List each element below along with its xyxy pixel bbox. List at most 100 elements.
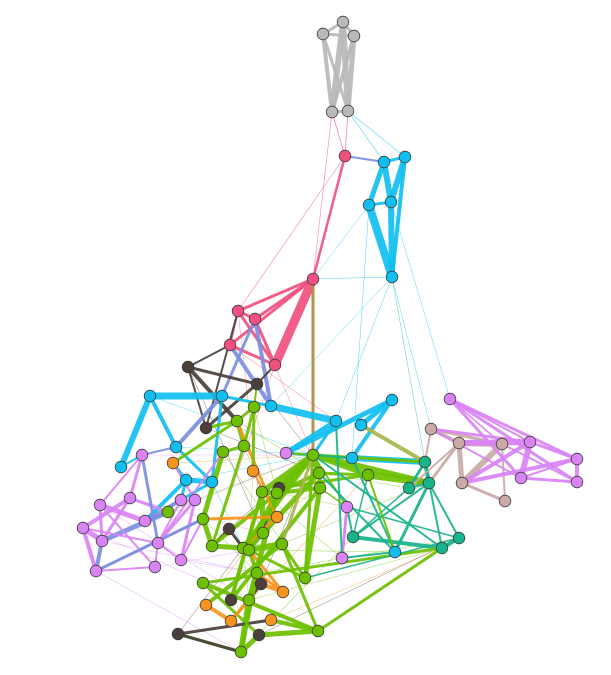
node-p1[interactable] bbox=[338, 149, 352, 163]
edge-b5-t1 bbox=[391, 276, 426, 463]
node-v14[interactable] bbox=[279, 446, 293, 460]
node-v18[interactable] bbox=[523, 435, 537, 449]
node-p5[interactable] bbox=[223, 338, 237, 352]
node-n17[interactable] bbox=[313, 481, 327, 495]
node-p6[interactable] bbox=[268, 358, 282, 372]
node-g3[interactable] bbox=[347, 29, 361, 43]
node-o1[interactable] bbox=[166, 456, 180, 470]
node-n20[interactable] bbox=[242, 593, 256, 607]
node-v3[interactable] bbox=[93, 498, 107, 512]
node-n9[interactable] bbox=[256, 526, 270, 540]
node-t1[interactable] bbox=[418, 455, 432, 469]
node-o5[interactable] bbox=[199, 598, 213, 612]
node-b3[interactable] bbox=[362, 198, 376, 212]
node-b5[interactable] bbox=[385, 270, 399, 284]
node-v7[interactable] bbox=[174, 493, 188, 507]
node-d7[interactable] bbox=[254, 577, 268, 591]
node-n12[interactable] bbox=[242, 543, 256, 557]
node-n11[interactable] bbox=[270, 486, 284, 500]
node-n14[interactable] bbox=[306, 448, 320, 462]
node-o3[interactable] bbox=[270, 510, 284, 524]
node-p2[interactable] bbox=[306, 272, 320, 286]
node-r1[interactable] bbox=[424, 422, 438, 436]
node-o6[interactable] bbox=[224, 614, 238, 628]
node-b11[interactable] bbox=[354, 418, 368, 432]
node-n5[interactable] bbox=[216, 445, 230, 459]
node-g4[interactable] bbox=[325, 105, 339, 119]
node-v9[interactable] bbox=[188, 493, 202, 507]
node-v8[interactable] bbox=[151, 536, 165, 550]
node-b12[interactable] bbox=[345, 451, 359, 465]
node-b8[interactable] bbox=[264, 399, 278, 413]
node-b1[interactable] bbox=[377, 155, 391, 169]
node-v11[interactable] bbox=[148, 560, 162, 574]
node-n15[interactable] bbox=[361, 468, 375, 482]
node-d6[interactable] bbox=[224, 593, 238, 607]
node-r5[interactable] bbox=[498, 494, 512, 508]
node-n4[interactable] bbox=[237, 439, 251, 453]
node-v21[interactable] bbox=[570, 475, 584, 489]
node-v6[interactable] bbox=[138, 514, 152, 528]
node-v16[interactable] bbox=[340, 500, 354, 514]
node-n21[interactable] bbox=[234, 645, 248, 659]
node-v12[interactable] bbox=[89, 564, 103, 578]
node-b14[interactable] bbox=[179, 473, 193, 487]
node-d3[interactable] bbox=[199, 421, 213, 435]
node-d1[interactable] bbox=[181, 360, 195, 374]
node-d2[interactable] bbox=[250, 377, 264, 391]
node-p3[interactable] bbox=[231, 304, 245, 318]
node-p4[interactable] bbox=[248, 312, 262, 326]
node-d8[interactable] bbox=[252, 628, 266, 642]
node-n18[interactable] bbox=[298, 571, 312, 585]
node-b10[interactable] bbox=[385, 393, 399, 407]
node-g5[interactable] bbox=[341, 104, 355, 118]
edge-v14-b10 bbox=[283, 397, 395, 456]
node-r3[interactable] bbox=[495, 437, 509, 451]
node-b17[interactable] bbox=[114, 460, 128, 474]
node-o7[interactable] bbox=[264, 613, 278, 627]
node-n16[interactable] bbox=[312, 466, 326, 480]
node-n10[interactable] bbox=[255, 485, 269, 499]
node-t4[interactable] bbox=[346, 530, 360, 544]
node-n22[interactable] bbox=[196, 576, 210, 590]
node-v4[interactable] bbox=[76, 521, 90, 535]
node-v2[interactable] bbox=[123, 491, 137, 505]
edge-d8-n22 bbox=[201, 581, 261, 637]
node-b9[interactable] bbox=[329, 414, 343, 428]
node-n23[interactable] bbox=[311, 624, 325, 638]
node-b7[interactable] bbox=[143, 389, 157, 403]
node-r4[interactable] bbox=[455, 476, 469, 490]
node-d4[interactable] bbox=[222, 522, 236, 536]
node-t6[interactable] bbox=[452, 531, 466, 545]
node-b2[interactable] bbox=[398, 150, 412, 164]
node-b13[interactable] bbox=[388, 545, 402, 559]
node-n19[interactable] bbox=[275, 537, 289, 551]
node-v17[interactable] bbox=[335, 551, 349, 565]
node-t5[interactable] bbox=[435, 541, 449, 555]
node-n3[interactable] bbox=[247, 400, 261, 414]
node-d9[interactable] bbox=[171, 627, 185, 641]
node-b16[interactable] bbox=[169, 440, 183, 454]
node-g2[interactable] bbox=[336, 15, 350, 29]
node-b6[interactable] bbox=[215, 389, 229, 403]
node-n6[interactable] bbox=[196, 512, 210, 526]
edge-b5-b9 bbox=[335, 276, 393, 422]
node-v20[interactable] bbox=[514, 471, 528, 485]
node-t3[interactable] bbox=[422, 476, 436, 490]
node-n13[interactable] bbox=[250, 566, 264, 580]
node-n2[interactable] bbox=[230, 414, 244, 428]
node-r2[interactable] bbox=[452, 436, 466, 450]
node-o4[interactable] bbox=[276, 585, 290, 599]
node-n7[interactable] bbox=[205, 539, 219, 553]
node-v10[interactable] bbox=[174, 553, 188, 567]
node-n1[interactable] bbox=[161, 505, 175, 519]
node-b4[interactable] bbox=[384, 195, 398, 209]
node-v5[interactable] bbox=[95, 534, 109, 548]
node-v19[interactable] bbox=[570, 452, 584, 466]
node-t2[interactable] bbox=[402, 481, 416, 495]
node-v1[interactable] bbox=[135, 448, 149, 462]
node-v13[interactable] bbox=[443, 392, 457, 406]
node-g1[interactable] bbox=[316, 27, 330, 41]
node-o2[interactable] bbox=[246, 464, 260, 478]
node-b15[interactable] bbox=[205, 475, 219, 489]
